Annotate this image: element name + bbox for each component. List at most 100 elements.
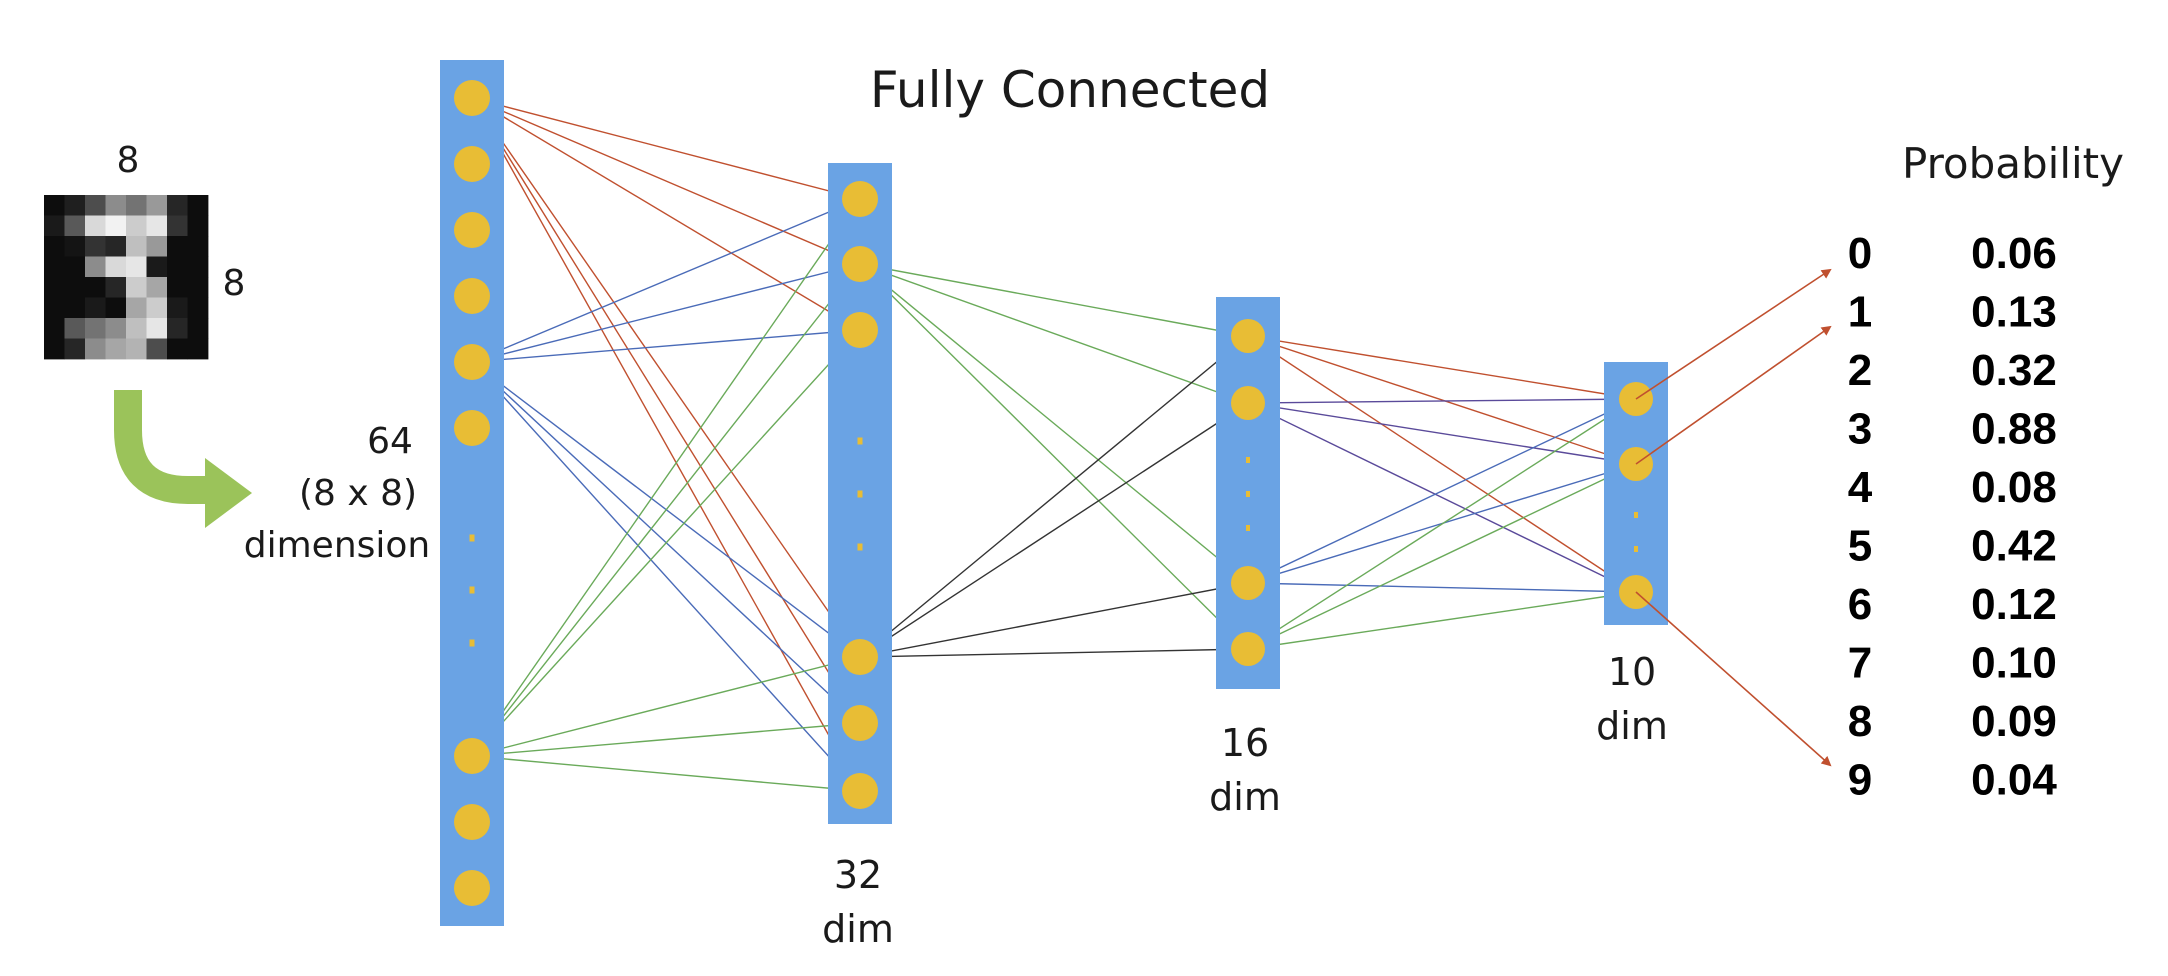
connection-edge: [471, 97, 861, 792]
input-width-label: 8: [117, 140, 140, 181]
input-pixel: [167, 318, 188, 339]
input-pixel: [146, 256, 168, 278]
neuron: [842, 246, 878, 282]
layer4-size-label: 10: [1608, 650, 1656, 694]
connection-edge: [1247, 591, 1637, 650]
connection-edge: [471, 97, 861, 331]
ellipsis-dot: [1634, 546, 1638, 552]
output-probability-value: 0.08: [1971, 463, 2057, 512]
output-digit-label: 7: [1848, 639, 1872, 688]
input-pixel: [85, 236, 106, 257]
input-pixel: [187, 195, 209, 216]
input-pixel: [126, 215, 147, 237]
input-pixel: [105, 297, 127, 319]
ellipsis-dot: [857, 437, 863, 445]
input-pixel: [105, 318, 127, 339]
input-pixel: [167, 256, 188, 278]
connection-edge: [859, 263, 1249, 584]
input-pixel: [167, 215, 188, 237]
output-probability-value: 0.10: [1971, 639, 2057, 688]
input-pixel: [105, 277, 127, 298]
input-pixel: [167, 297, 188, 319]
output-arrows: [1635, 268, 1832, 767]
connection-edge: [471, 755, 861, 792]
input-pixel: [167, 338, 188, 360]
layer3-dim-label: dim: [1209, 775, 1281, 819]
input-pixel: [64, 277, 86, 298]
probability-header: Probability: [1902, 139, 2124, 188]
layer4-dim-label: dim: [1596, 704, 1668, 748]
layer-1: [440, 60, 504, 926]
output-digit-label: 3: [1848, 405, 1872, 454]
input-pixel: [105, 195, 127, 216]
layer2-size-label: 32: [834, 853, 882, 897]
input-pixel: [44, 277, 65, 298]
input-pixel: [85, 318, 106, 339]
input-pixel: [146, 195, 168, 216]
input-pixel: [126, 195, 147, 216]
neuron: [842, 705, 878, 741]
input-pixel: [105, 215, 127, 237]
input-pixel: [64, 256, 86, 278]
neuron: [454, 870, 490, 906]
neuron: [1231, 319, 1265, 353]
connection-edge: [471, 97, 861, 658]
connection-edges: [471, 97, 1637, 792]
connection-edge: [1247, 398, 1637, 404]
neuron: [842, 639, 878, 675]
output-probability-value: 0.88: [1971, 405, 2057, 454]
connection-edge: [471, 97, 861, 724]
neuron: [454, 146, 490, 182]
input-pixel: [146, 338, 168, 360]
input-pixel: [146, 318, 168, 339]
connection-edge: [1247, 402, 1637, 465]
ellipsis-dot: [469, 639, 475, 647]
neuron: [454, 80, 490, 116]
output-digit-label: 2: [1848, 346, 1872, 395]
input-pixel: [64, 236, 86, 257]
input-pixel: [44, 195, 65, 216]
connection-edge: [859, 263, 1249, 337]
connection-edge: [1247, 398, 1637, 650]
output-digit-label: 9: [1848, 756, 1872, 805]
connection-edge: [471, 656, 861, 757]
input-pixel: [187, 338, 209, 360]
connection-edge: [471, 198, 861, 757]
connection-edge: [1247, 402, 1637, 593]
input-pixel: [105, 256, 127, 278]
ellipsis-dot: [1246, 491, 1250, 497]
input-pixel: [187, 318, 209, 339]
input-pixel: [105, 236, 127, 257]
input-pixel: [167, 277, 188, 298]
input-pixel: [146, 297, 168, 319]
input-pixel: [146, 277, 168, 298]
input-pixel: [187, 277, 209, 298]
layer-bar: [440, 60, 504, 926]
input-pixel: [126, 318, 147, 339]
layer3-size-label: 16: [1221, 721, 1269, 765]
neuron: [454, 804, 490, 840]
connection-edge: [859, 335, 1249, 658]
connection-edge: [1247, 582, 1637, 593]
input-pixel: [85, 195, 106, 216]
input-pixel: [44, 338, 65, 360]
ellipsis-dot: [469, 586, 475, 594]
connection-edge: [1247, 335, 1637, 593]
connection-edge: [471, 97, 861, 200]
input-pixel: [64, 318, 86, 339]
connection-edge: [859, 263, 1249, 404]
input-pixel: [44, 256, 65, 278]
output-probability-value: 0.09: [1971, 697, 2057, 746]
output-digit-label: 5: [1848, 522, 1872, 571]
connection-edge: [471, 97, 861, 265]
input-pixel: [64, 338, 86, 360]
connection-edge: [471, 263, 861, 757]
input-pixel: [64, 195, 86, 216]
input-pixel: [44, 215, 65, 237]
output-probability-value: 0.42: [1971, 522, 2057, 571]
input-pixel: [146, 236, 168, 257]
connection-edge: [859, 263, 1249, 650]
output-probability-value: 0.12: [1971, 580, 2057, 629]
neuron: [842, 181, 878, 217]
